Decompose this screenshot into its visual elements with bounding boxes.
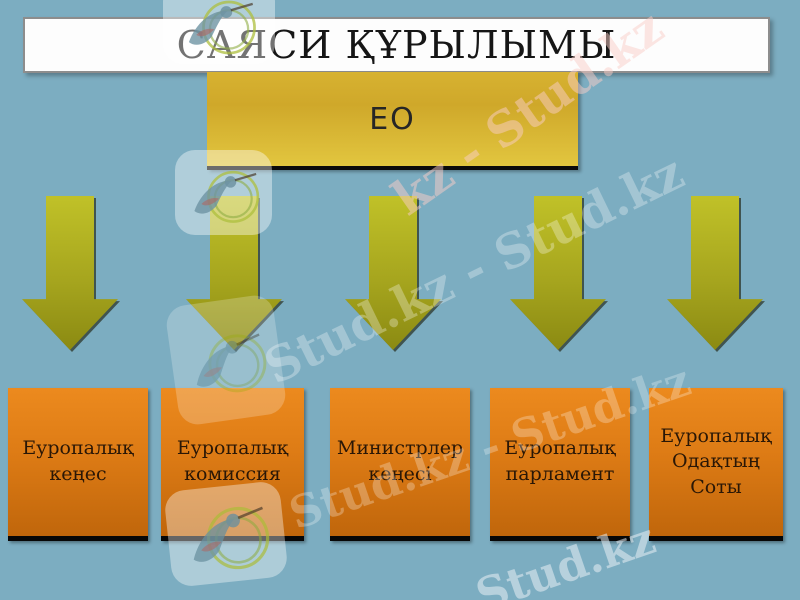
slide-title: САЯСИ ҚҰРЫЛЫМЫ (176, 23, 617, 67)
root-node-label: ЕО (369, 101, 416, 137)
down-arrow-shape (22, 196, 118, 350)
branch-node-european-council: Еуропалық кеңес (8, 388, 148, 541)
branch-node-council-of-ministers: Министрлер кеңесі (330, 388, 470, 541)
watermark-text: Stud.kz - Stud.kz (255, 144, 693, 396)
slide-title-bar: САЯСИ ҚҰРЫЛЫМЫ (23, 17, 770, 73)
down-arrow-shape (510, 196, 606, 350)
down-arrow-shape (186, 196, 282, 350)
down-arrow-icon (345, 196, 441, 350)
branch-label: Еуропалық кеңес (22, 437, 134, 485)
down-arrow-shape (345, 196, 441, 350)
root-node-eo: ЕО (207, 72, 578, 170)
down-arrow-icon (22, 196, 118, 350)
down-arrow-icon (186, 196, 282, 350)
branch-node-court-of-eu: Еуропалық Одақтың Соты (649, 388, 783, 541)
down-arrow-icon (510, 196, 606, 350)
down-arrow-shape (667, 196, 763, 350)
branch-node-european-parliament: Еуропалық парламент (490, 388, 630, 541)
branch-label: Еуропалық комиссия (176, 437, 289, 485)
branch-label: Еуропалық Одақтың Соты (660, 424, 772, 498)
branch-node-european-commission: Еуропалық комиссия (161, 388, 304, 541)
branch-label: Министрлер кеңесі (336, 437, 464, 485)
down-arrow-icon (667, 196, 763, 350)
branch-label: Еуропалық парламент (504, 437, 616, 485)
